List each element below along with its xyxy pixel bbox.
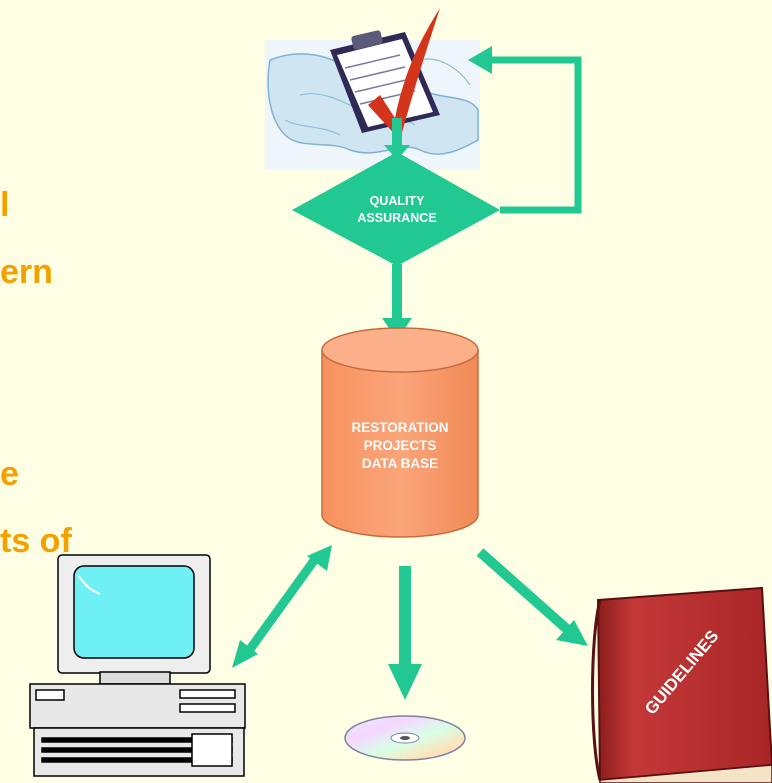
checkmark-icon: [368, 8, 440, 140]
qa-label-line-1: QUALITY: [370, 194, 426, 208]
cd-disc-icon: [344, 715, 466, 761]
slide-text-fragment-3: e: [0, 455, 19, 493]
database-cylinder: RESTORATION PROJECTS DATA BASE: [321, 327, 479, 538]
db-label-line-1: RESTORATION: [351, 420, 448, 435]
feedback-arrowhead: [468, 46, 492, 74]
db-label-line-2: PROJECTS: [364, 438, 437, 453]
clipboard-icon: [330, 30, 440, 133]
arrow-database-disc: [388, 566, 422, 700]
arrow-database-book: [476, 548, 588, 646]
qa-label-line-2: ASSURANCE: [357, 211, 436, 225]
db-label-line-3: DATA BASE: [362, 456, 438, 471]
desktop-computer-icon: [29, 554, 246, 777]
feedback-loop-arrow: [488, 56, 582, 214]
quality-assurance-diamond: QUALITY ASSURANCE: [292, 152, 500, 266]
book-icon: GUIDELINES: [591, 586, 772, 783]
map-with-clipboard-icon: [265, 8, 480, 170]
slide-text-fragment-1: l: [0, 186, 10, 224]
arrow-database-computer: [232, 545, 332, 668]
slide-text-fragment-4: ts of: [0, 522, 72, 560]
slide-text-fragment-2: ern: [0, 253, 53, 291]
